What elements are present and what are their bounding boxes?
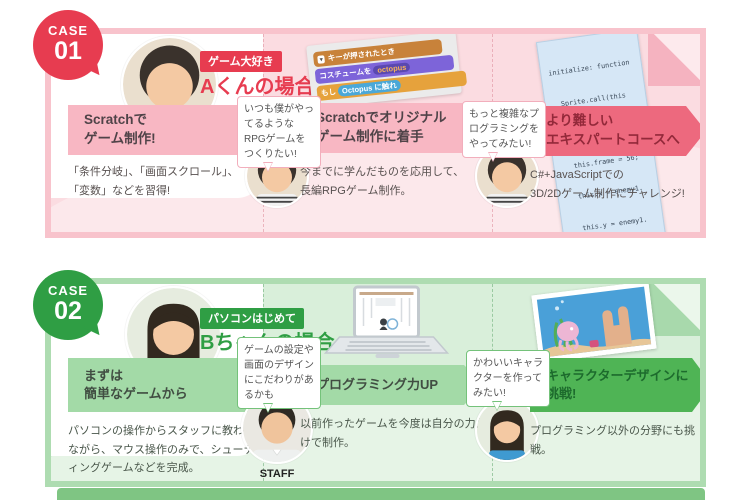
case-01-badge: CASE 01 bbox=[33, 10, 111, 87]
case-01-title: Aくんの場合 bbox=[200, 76, 315, 98]
character-art-illustration bbox=[531, 284, 657, 363]
scratch-block-text: もし bbox=[320, 87, 337, 98]
dropdown-icon: ▾ bbox=[317, 55, 326, 64]
case2-step-2-desc: 以前作ったゲームを今度は自分の力だ けで制作。 bbox=[300, 418, 487, 449]
case-badge-number: 01 bbox=[54, 37, 82, 65]
step-heading: キャラクターデザインに 挑戦! bbox=[546, 367, 689, 401]
scratch-block-text: コスチュームを bbox=[318, 66, 372, 81]
step-heading: Scratchで ゲーム制作! bbox=[84, 112, 156, 146]
step-heading: Scratchでオリジナル ゲーム制作に着手 bbox=[316, 110, 447, 144]
case2-speech-bubble-1: ゲームの設定や 画面のデザイン にこだわりがあ るかも bbox=[237, 337, 321, 413]
scratch-block-value: Octopus に触れ bbox=[337, 79, 402, 97]
scratch-block-value: octopus bbox=[372, 62, 411, 76]
case1-step-1-desc: 「条件分岐」、「画面スクロール」、 「変数」などを習得! bbox=[68, 166, 239, 197]
step-heading: プログラミング力UP bbox=[316, 376, 439, 392]
case2-step-1-desc: パソコンの操作からスタッフに教わり ながら、マウス操作のみで、シューテ ィングゲ… bbox=[68, 425, 255, 475]
case-02-panel: パソコンはじめて Bちゃんの場合 まずは 簡単なゲームから パソコンの操作からス… bbox=[45, 278, 706, 487]
student-b-tag: パソコンはじめて bbox=[200, 308, 304, 329]
case1-step-1-arrow: Scratchで ゲーム制作! bbox=[68, 105, 268, 155]
case1-speech-bubble-1: いつも僕がやっ てるような RPGゲームを つくりたい! bbox=[237, 96, 321, 172]
laptop-illustration bbox=[307, 284, 462, 369]
case2-speech-bubble-2: かわいいキャラ クターを作って みたい! bbox=[466, 350, 550, 411]
student-a-tag: ゲーム大好き bbox=[200, 51, 282, 72]
case2-step-1-arrow: まずは 簡単なゲームから bbox=[68, 358, 268, 412]
case2-step-3-desc: プログラミング以外の分野にも挑戦。 bbox=[530, 425, 695, 456]
case2-step-3-arrow: キャラクターデザインに 挑戦! bbox=[530, 358, 700, 412]
case1-step-3-desc: C#+JavaScriptでの 3D/2Dゲーム制作にチャレンジ! bbox=[530, 169, 685, 200]
step-heading: より難しい エキスパートコースへ bbox=[546, 113, 680, 147]
code-line: this.y = enemy1. bbox=[569, 215, 648, 235]
case1-speech-bubble-2: もっと複雑なプ ログラミングを やってみたい! bbox=[462, 101, 546, 162]
code-line: initialize: function bbox=[547, 58, 630, 78]
case2-step-2-arrow: プログラミング力UP bbox=[300, 365, 484, 405]
step-heading: まずは 簡単なゲームから bbox=[84, 367, 188, 401]
case-badge-label: CASE bbox=[47, 283, 89, 298]
case1-step-2-arrow: Scratchでオリジナル ゲーム制作に着手 bbox=[300, 103, 484, 153]
case-01-panel: ゲーム大好き Aくんの場合 Scratchで ゲーム制作! 「条件分岐」、「画面… bbox=[45, 28, 706, 238]
case1-step-3-arrow: より難しい エキスパートコースへ bbox=[530, 106, 700, 156]
scratch-block-text: キーが押されたとき bbox=[327, 46, 396, 63]
case-badge-number: 02 bbox=[54, 297, 82, 325]
case1-step-2-desc: 今までに学んだものを応用して、 長編RPGゲーム制作。 bbox=[300, 166, 465, 197]
case-02-badge: CASE 02 bbox=[33, 270, 111, 347]
staff-label: STAFF bbox=[259, 468, 295, 480]
case-badge-label: CASE bbox=[47, 23, 89, 38]
next-section-edge bbox=[57, 488, 705, 500]
